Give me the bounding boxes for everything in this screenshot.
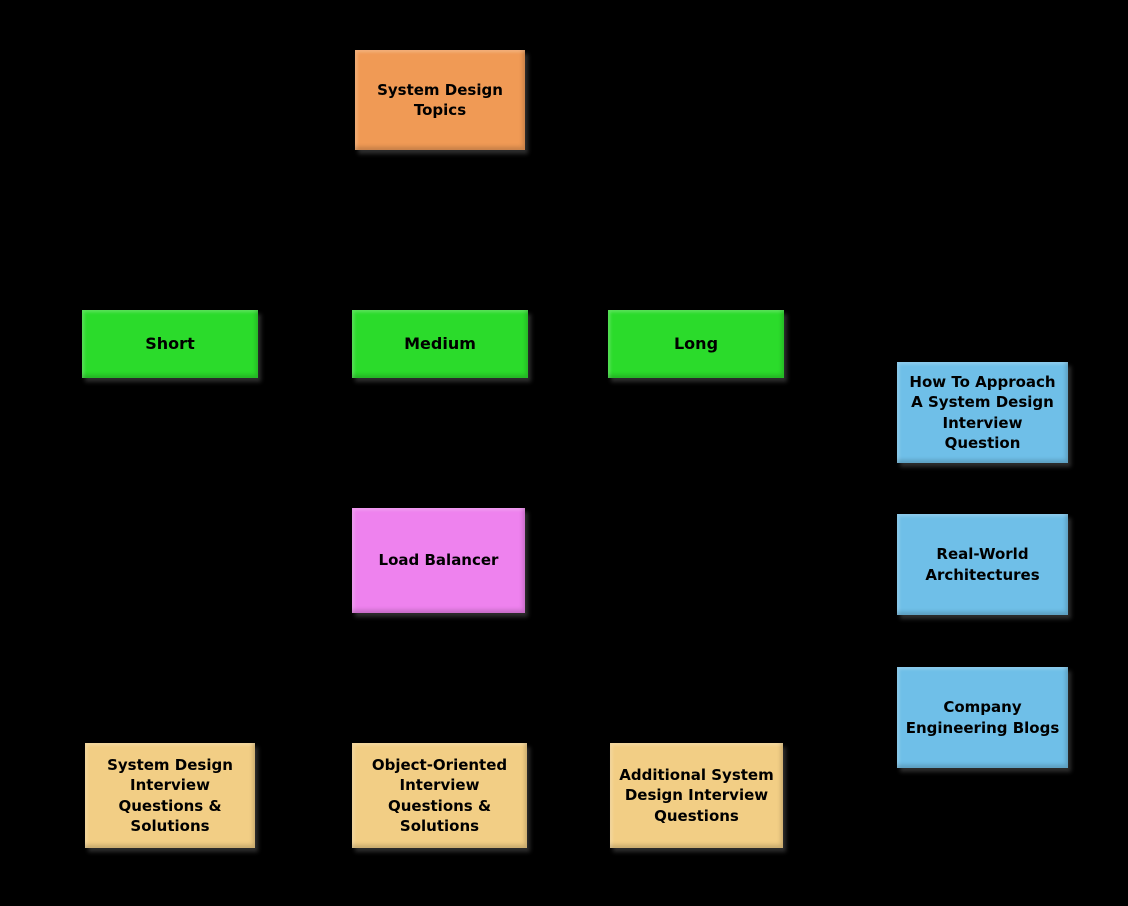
node-system-design-topics: System Design Topics: [355, 50, 525, 150]
node-object-oriented-interview-questions: Object-Oriented Interview Questions & So…: [352, 743, 527, 848]
node-long: Long: [608, 310, 784, 378]
node-company-engineering-blogs: Company Engineering Blogs: [897, 667, 1068, 768]
node-how-to-approach-interview-question: How To Approach A System Design Intervie…: [897, 362, 1068, 463]
node-short: Short: [82, 310, 258, 378]
node-load-balancer: Load Balancer: [352, 508, 525, 613]
node-real-world-architectures: Real-World Architectures: [897, 514, 1068, 615]
node-medium: Medium: [352, 310, 528, 378]
node-system-design-interview-questions: System Design Interview Questions & Solu…: [85, 743, 255, 848]
node-additional-system-design-questions: Additional System Design Interview Quest…: [610, 743, 783, 848]
